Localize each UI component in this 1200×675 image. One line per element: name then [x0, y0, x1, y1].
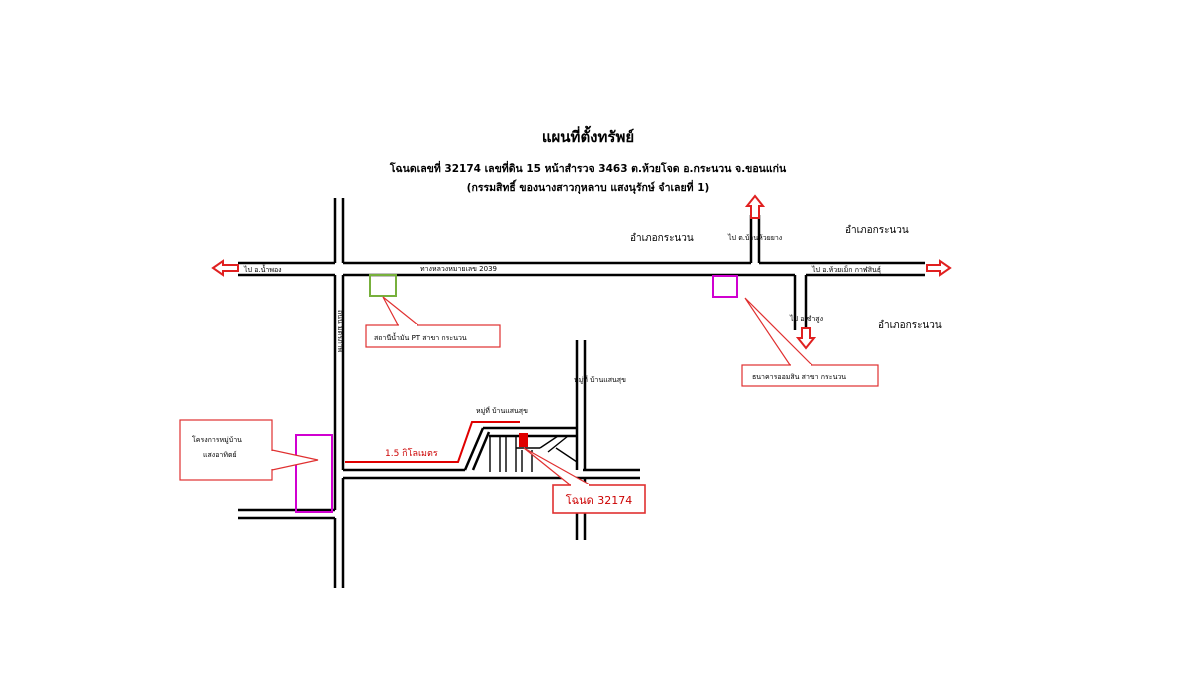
direction-west-label: ไป อ.น้ำพอง — [243, 263, 282, 274]
road-network — [238, 198, 925, 588]
village-lanes — [489, 435, 578, 472]
west-arrow — [211, 259, 239, 277]
housing-marker — [295, 434, 333, 513]
north-arrow — [744, 194, 766, 219]
direction-east-label: ไป อ.ห้วยเม็ก กาฬสินธุ์ — [811, 265, 881, 274]
parcel-marker — [519, 433, 528, 447]
owner-line: (กรรมสิทธิ์ ของนางสาวกุหลาบ แสงนุรักษ์ จ… — [467, 179, 710, 195]
distance-route — [345, 421, 520, 463]
gas-station-label: สถานีน้ำมัน PT สาขา กระนวน — [374, 331, 467, 342]
village-label-lower: หมู่ที่ บ้านแสนสุข — [476, 406, 528, 415]
gas-station-callout-pointer — [382, 296, 420, 326]
village-label-upper: หมู่ที่ บ้านแสนสุข — [574, 375, 626, 384]
distance-label: 1.5 กิโลเมตร — [385, 448, 438, 459]
east-arrow — [926, 259, 952, 277]
bank-label: ธนาคารออมสิน สาขา กระนวน — [752, 373, 846, 381]
housing-callout — [179, 419, 273, 481]
direction-north-label: ไป ต.บ้านห้วยยาง — [727, 233, 782, 242]
direction-south-label: ไป อ.ซำสูง — [789, 314, 823, 323]
vertical-road-label: ถนน มิตรภาพ — [336, 310, 344, 352]
map-title: แผนที่ตั้งทรัพย์ — [542, 125, 634, 146]
housing-label-line2: แสงอาทิตย์ — [203, 451, 237, 459]
deed-subtitle: โฉนดเลขที่ 32174 เลขที่ดิน 15 หน้าสำรวจ … — [389, 160, 787, 175]
housing-label-line1: โครงการหมู่บ้าน — [192, 435, 242, 444]
gas-station-marker — [369, 274, 397, 297]
bank-marker — [712, 275, 738, 298]
south-arrow — [795, 327, 817, 350]
highway-label: ทางหลวงหมายเลข 2039 — [420, 265, 497, 273]
district-label-top-center: อำเภอกระนวน — [630, 233, 694, 244]
parcel-callout-pointer — [523, 447, 593, 486]
district-label-mid-right: อำเภอกระนวน — [878, 320, 942, 331]
parcel-label: โฉนด 32174 — [566, 493, 633, 507]
parcel-callout — [552, 484, 646, 514]
district-label-top-right: อำเภอกระนวน — [845, 225, 909, 236]
gas-station-callout — [365, 324, 501, 348]
